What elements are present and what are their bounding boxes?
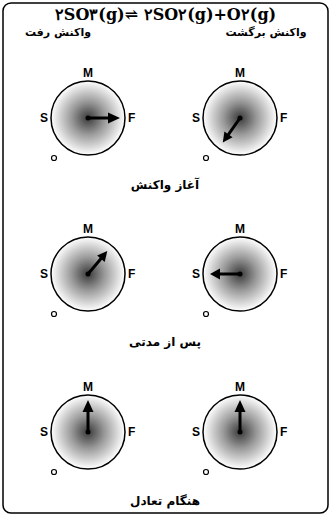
gauge-dial: M S F [33,377,143,487]
zero-marks [52,156,209,475]
gauge-dial: M S F [33,219,143,329]
scale-letter: F [128,267,135,281]
dials [51,81,277,469]
scale-letter: S [40,111,48,125]
needles [88,118,240,432]
scale-letter: M [83,66,93,80]
equation-title: ۲SO۳(g)⇌ ۲SO۲(g)+O۲(g) [0,5,331,25]
scale-letter: F [128,111,135,125]
scale-letter: M [83,380,93,394]
column-heading: واکنش برگشت [225,26,306,40]
scale-letter: S [192,425,200,439]
scale-letter: M [235,66,245,80]
scale-letter: S [192,267,200,281]
gauge-dial: M S F [185,219,295,329]
scale-letter: S [192,111,200,125]
gauge-dial: M S F [33,63,143,173]
gauge-dial: M S F [185,377,295,487]
scale-letter: S [40,425,48,439]
scale-letter: M [235,222,245,236]
scale-letter: M [83,222,93,236]
row-caption: آغاز واکنش [131,178,199,192]
row-caption: هنگام تعادل [130,494,200,508]
scale-letter: F [280,267,287,281]
hubs [86,116,243,435]
scale-letter: F [280,111,287,125]
gauge-dial: M S F [185,63,295,173]
needle-heads [83,113,246,413]
column-heading: واکنش رفت [25,26,91,40]
scale-letter: S [40,267,48,281]
frame [3,3,328,513]
scale-letter: F [280,425,287,439]
scale-letter: M [235,380,245,394]
row-caption: پس از مدتی [129,335,201,349]
scale-letter: F [128,425,135,439]
